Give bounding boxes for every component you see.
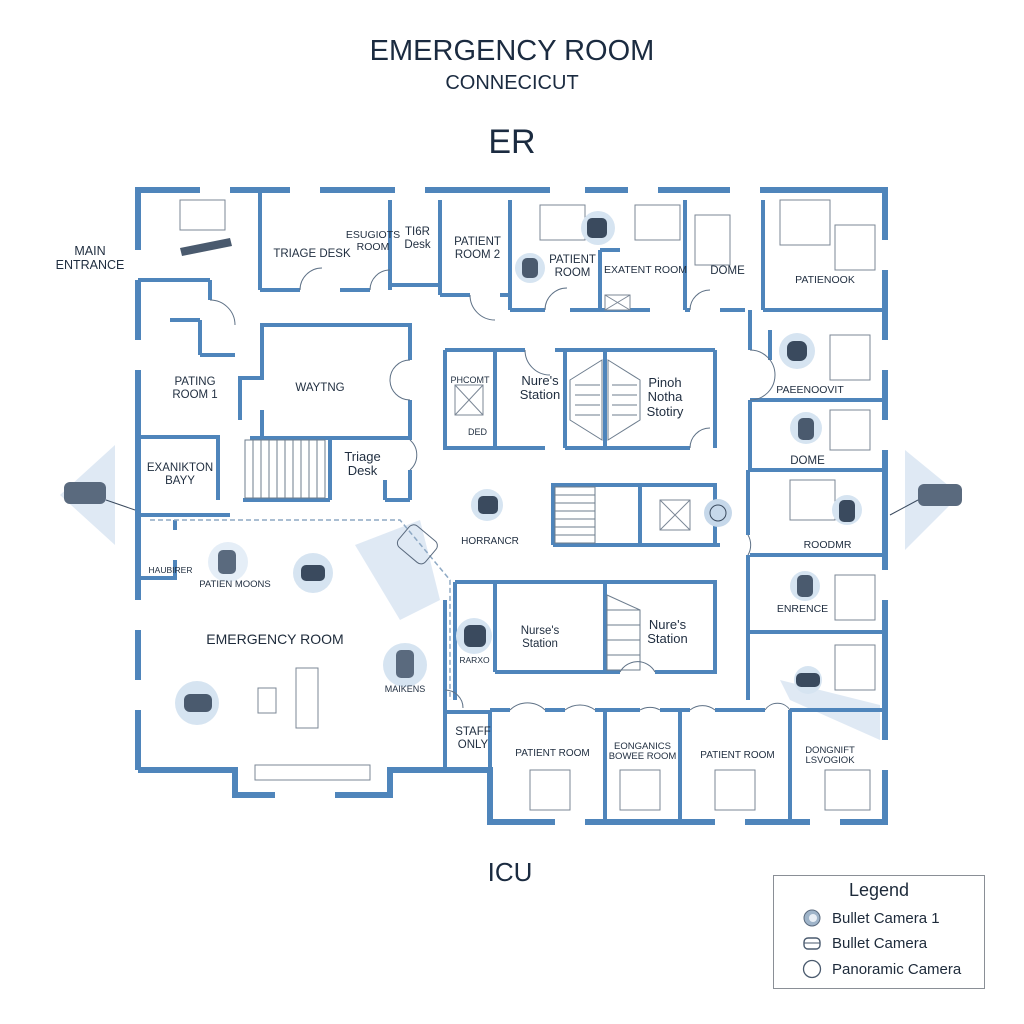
- panoramic-camera-icon: [802, 959, 822, 979]
- crosses: [454, 294, 691, 531]
- label-examination-bay: EXANIKTON BAYY: [146, 462, 214, 487]
- dome-camera-icon: [471, 489, 503, 521]
- bullet-camera-icon: [175, 681, 219, 725]
- legend-label: Bullet Camera 1: [832, 909, 940, 927]
- stairs: [244, 359, 641, 671]
- label-pinoh-station: Pinoh Notha Stotiry: [646, 375, 684, 419]
- plan-subtitle: CONNECICUT: [445, 72, 579, 94]
- bullet-camera-icon: [456, 618, 492, 654]
- legend: Legend Bullet Camera 1 Bullet Camera Pan…: [773, 875, 985, 989]
- label-paeenoovit: PAEENOOVIT: [776, 384, 844, 396]
- interior-walls: [138, 190, 885, 822]
- er-partition: [150, 519, 451, 700]
- bullet-camera-icon: [208, 542, 248, 582]
- label-triage-desk-top: TRIAGE DESK: [273, 248, 351, 260]
- bullet-camera-icon: [803, 937, 821, 950]
- dome-camera-icon: [803, 909, 821, 927]
- label-emergency-room: EMERGENCY ROOM: [206, 631, 344, 647]
- dome-camera-icon: [581, 211, 615, 245]
- label-exatent-room: EXATENT ROOM: [603, 264, 688, 276]
- windows: [135, 187, 888, 825]
- label-enrence: ENRENCE: [776, 603, 829, 615]
- label-dome-right: DOME: [790, 455, 825, 467]
- label-rarxo: RARXO: [459, 655, 490, 665]
- doors: [209, 267, 791, 711]
- label-ded: DED: [467, 427, 487, 437]
- label-staff-only: STAFF ONLY: [455, 726, 491, 751]
- legend-item: Bullet Camera 1: [802, 908, 940, 928]
- label-nurses-station-2: Nurse's Station: [520, 625, 560, 650]
- bullet-camera-icon: [64, 482, 136, 511]
- bullet-camera-icon: [180, 238, 232, 256]
- bullet-camera-icon: [293, 553, 333, 593]
- dome-camera-icon: [832, 495, 862, 525]
- label-phcomt: PHCOMT: [450, 375, 490, 385]
- label-patient-room-top: PATIENT ROOM: [549, 254, 596, 279]
- label-nurses-station-3: Nure's Station: [647, 617, 688, 647]
- label-patient-room-2: PATIENT ROOM 2: [454, 236, 501, 261]
- legend-item: Bullet Camera: [802, 933, 927, 953]
- dome-camera-icon: [515, 253, 545, 283]
- label-maiinens: MAIKENS: [384, 684, 426, 694]
- label-triage-desk: Triage Desk: [344, 449, 381, 479]
- exterior-walls: [135, 187, 888, 825]
- dome-camera-icon: [790, 571, 820, 601]
- label-dongnift: DONGNIFT LSVOGIOK: [805, 745, 855, 767]
- bullet-camera-icon: [889, 484, 962, 516]
- bullet-camera-icon: [383, 643, 427, 687]
- bullet-camera-icon: [396, 524, 438, 565]
- label-patient-room-b2: PATIENT ROOM: [700, 750, 775, 761]
- label-nurses-station-1: Nure's Station: [519, 373, 561, 403]
- dome-camera-icon: [779, 333, 815, 369]
- label-horrancr: HORRANCR: [461, 536, 519, 547]
- plan-title: EMERGENCY ROOM: [369, 35, 655, 67]
- label-dome-top: DOME: [710, 265, 745, 277]
- label-pating-room-1: PATING ROOM 1: [172, 376, 218, 401]
- cameras: [64, 211, 962, 725]
- dome-camera-icon: [790, 412, 822, 444]
- label-waiting: WAYTNG: [295, 382, 345, 394]
- panoramic-camera-icon: [704, 499, 732, 527]
- label-main-entrance: MAIN ENTRANCE: [55, 244, 125, 272]
- label-eoneanics-room: EONGANICS BOWEE ROOM: [608, 741, 677, 763]
- label-roodmr: ROODMR: [803, 539, 852, 551]
- label-patienook: PATIENOOK: [795, 274, 855, 286]
- legend-label: Bullet Camera: [832, 934, 928, 952]
- wing-label-er: ER: [488, 123, 536, 161]
- legend-title: Legend: [848, 880, 910, 900]
- bullet-camera-icon: [794, 666, 822, 694]
- legend-item: Panoramic Camera: [802, 959, 961, 979]
- label-t16r-desk: TI6R Desk: [404, 226, 431, 251]
- label-patien-moons: PATIEN MOONS: [199, 579, 271, 590]
- label-haubirer: HAUBIRER: [148, 565, 193, 575]
- label-patient-room-b1: PATIENT ROOM: [515, 748, 590, 759]
- wing-label-icu: ICU: [487, 857, 533, 887]
- legend-label: Panoramic Camera: [832, 960, 962, 978]
- label-eswgiots-room: ESUGIOTS ROOM: [345, 229, 401, 253]
